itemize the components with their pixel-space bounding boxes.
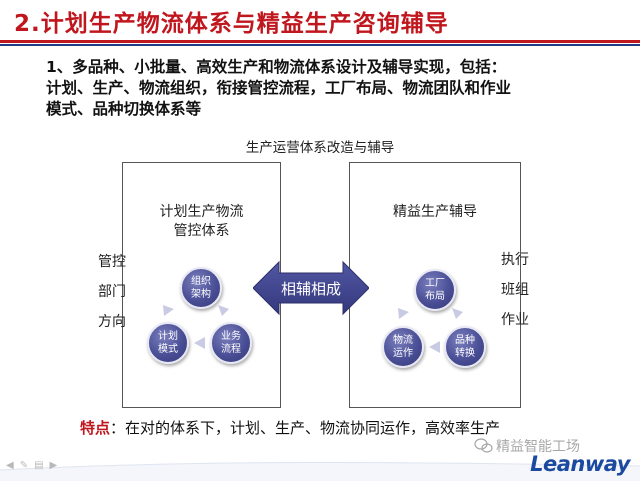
circle-label: 业务 <box>221 331 241 342</box>
slide-title: 2.计划生产物流体系与精益生产咨询辅导 <box>14 11 449 37</box>
side-label: 部门 <box>98 284 126 300</box>
side-label: 管控 <box>98 254 126 270</box>
side-label: 方向 <box>98 314 126 330</box>
circle-variety-switch: 品种 转换 <box>444 326 486 368</box>
intro-line: 1、多品种、小批量、高效生产和物流体系设计及辅导实现，包括： <box>46 58 507 76</box>
left-system-box: 计划生产物流 管控体系 <box>122 162 281 408</box>
left-box-title-line: 管控体系 <box>173 223 230 239</box>
cycle-arrow-icon <box>452 308 463 319</box>
circle-label: 计划 <box>158 331 178 342</box>
circle-label: 运作 <box>393 348 413 359</box>
slide-nav-pen-icon[interactable]: ✎ <box>19 460 35 471</box>
slide-nav-menu-icon[interactable]: ▤ <box>34 460 50 471</box>
cycle-arrow-icon <box>218 305 229 316</box>
side-label: 作业 <box>501 312 529 328</box>
right-lean-box: 精益生产辅导 <box>349 162 521 408</box>
circle-logistics-ops: 物流 运作 <box>382 326 424 368</box>
title-rule-blue <box>0 44 640 46</box>
circle-plan-mode: 计划 模式 <box>147 322 189 364</box>
intro-text: 1、多品种、小批量、高效生产和物流体系设计及辅导实现，包括： 计划、生产、物流组… <box>46 57 626 120</box>
circle-factory-layout: 工厂 布局 <box>414 269 456 311</box>
circle-label: 转换 <box>455 348 475 359</box>
cycle-arrow-icon <box>194 337 205 349</box>
circle-business-process: 业务 流程 <box>210 322 252 364</box>
feature-line: 特点：在对的体系下，计划、生产、物流协同运作，高效率生产 <box>80 417 500 438</box>
circle-label: 物流 <box>393 335 413 346</box>
intro-line: 计划、生产、物流组织，衔接管控流程，工厂布局、物流团队和作业 <box>46 79 512 97</box>
circle-label: 工厂 <box>425 278 445 289</box>
circle-label: 模式 <box>158 344 178 355</box>
slide-nav-next-icon[interactable]: ▶ <box>49 460 64 471</box>
cycle-arrow-icon <box>429 341 440 353</box>
intro-line: 模式、品种切换体系等 <box>46 100 202 118</box>
circle-label: 组织 <box>191 276 211 287</box>
center-arrow-label: 相辅相成 <box>280 279 341 298</box>
circle-org-structure: 组织 架构 <box>180 267 222 309</box>
cycle-arrow-icon <box>163 305 174 316</box>
slide-nav-prev-icon[interactable]: ◀ <box>6 460 20 471</box>
brand-logo: Leanway <box>530 452 630 476</box>
side-label: 班组 <box>501 282 529 298</box>
circle-label: 流程 <box>221 344 241 355</box>
diagram-title: 生产运营体系改造与辅导 <box>245 140 395 156</box>
left-side-labels: 管控 部门 方向 <box>98 247 126 337</box>
left-box-title-line: 计划生产物流 <box>159 204 244 220</box>
feature-key: 特点 <box>80 419 111 437</box>
circle-label: 架构 <box>191 289 211 300</box>
left-box-title: 计划生产物流 管控体系 <box>123 203 280 241</box>
circle-label: 布局 <box>425 291 445 302</box>
side-label: 执行 <box>501 252 529 268</box>
cycle-arrow-icon <box>398 308 409 319</box>
footer-swoosh <box>0 462 640 481</box>
right-box-title: 精益生产辅导 <box>393 204 477 220</box>
double-arrow-icon <box>253 260 369 316</box>
circle-label: 品种 <box>455 335 475 346</box>
right-side-labels: 执行 班组 作业 <box>501 245 529 335</box>
title-rule-red <box>0 40 640 43</box>
feature-text: ：在对的体系下，计划、生产、物流协同运作，高效率生产 <box>110 419 501 437</box>
watermark-text: 精益智能工场 <box>496 439 580 455</box>
wechat-icon <box>474 438 493 453</box>
slide-nav: ◀✎▤▶ <box>6 460 63 471</box>
